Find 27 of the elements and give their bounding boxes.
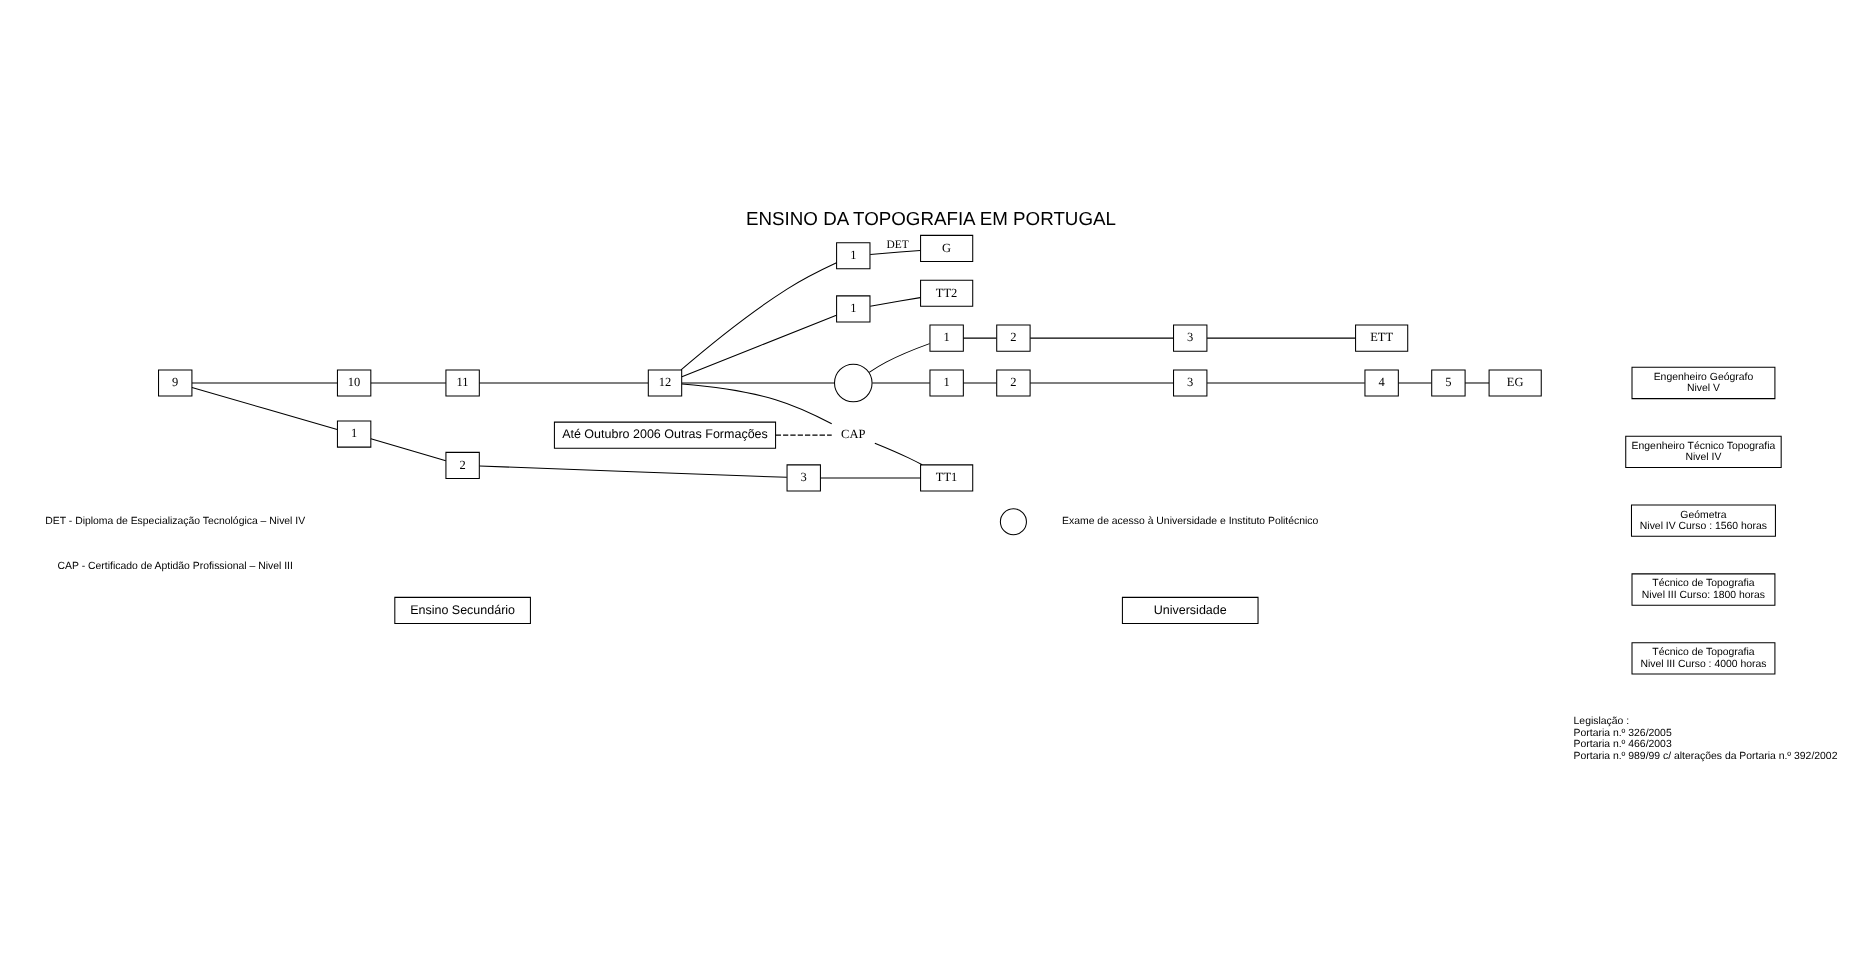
connector: [962, 382, 997, 384]
diagram-title: ENSINO DA TOPOGRAFIA EM PORTUGAL: [746, 209, 1116, 230]
connector: [1206, 337, 1357, 339]
connector: [1397, 382, 1432, 384]
connector: [479, 465, 788, 478]
connector: [681, 382, 835, 384]
connector: [1206, 382, 1366, 384]
connector: [869, 297, 921, 307]
connector: [962, 337, 997, 339]
connector: [680, 262, 838, 371]
connector: [681, 314, 837, 378]
connector: [871, 382, 931, 384]
connector: [370, 438, 447, 462]
connector: [370, 382, 447, 384]
connector: [868, 343, 931, 373]
connector: [191, 387, 338, 430]
node-circle: [834, 363, 873, 403]
connector: [775, 434, 833, 436]
connector: [191, 382, 338, 384]
connector: [1464, 382, 1490, 384]
connector: [874, 442, 923, 466]
connector: [1029, 337, 1175, 339]
connector: [820, 477, 922, 479]
connector: [869, 249, 921, 255]
connector: [681, 383, 833, 425]
connector: [1029, 382, 1175, 384]
connector: [478, 382, 649, 384]
